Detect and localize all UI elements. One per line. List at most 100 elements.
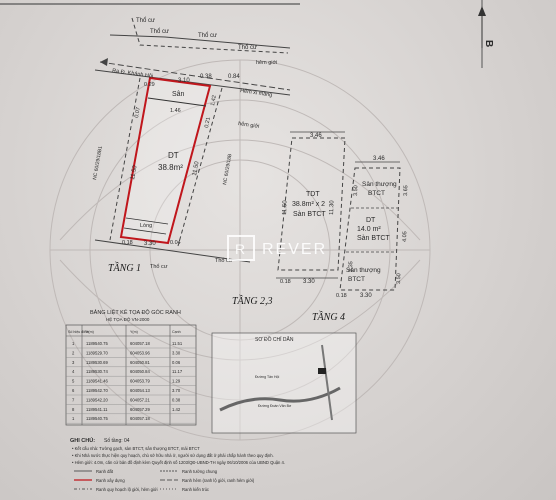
dim-0-04: 0.04	[170, 240, 181, 246]
watermark-text: REVER	[262, 241, 327, 258]
legend-item-2: Ranh tường chung	[182, 469, 218, 474]
legend-item-1: Ranh đất	[96, 469, 114, 474]
notes-line-1: • Kết cấu nhà: Tường gạch, sàn BTCT, sân…	[72, 446, 200, 451]
stair-label: Lòng	[140, 223, 152, 229]
background-ornament	[49, 59, 431, 441]
floor4-dim-330: 3.30	[360, 293, 372, 299]
north-label: B	[483, 40, 494, 47]
coord-header-cell: Cạnh	[172, 330, 181, 334]
coord-table-cell: 3.70	[172, 388, 181, 393]
floor23-area-value: 38.8m² x 2	[292, 201, 325, 208]
coord-table-cell: 604057.18	[130, 416, 150, 421]
dim-1-42: 1.42	[210, 95, 218, 107]
dim-0-84: 0.84	[228, 74, 240, 80]
notes-sheet: Số tầng: 04	[104, 438, 130, 444]
floor4-dt-value: 14.0 m²	[357, 226, 381, 233]
locator-title: SƠ ĐỒ CHỈ DẪN	[255, 336, 294, 343]
floor23-area-label: TDT	[306, 191, 320, 198]
floor23-dim-top: 3.46	[310, 133, 322, 139]
coord-table-cell: 1189530.69	[86, 360, 108, 365]
coord-table-cell: 604054.13	[130, 388, 150, 393]
coord-table-cell: 1.42	[172, 407, 181, 412]
neighbor-label-5: Thổ cư	[215, 257, 233, 264]
plot-area-label: DT	[168, 151, 179, 160]
coord-table-cell: 1189530.74	[86, 369, 108, 374]
notes-header: GHI CHÚ:	[70, 437, 95, 444]
alley-limit-label-top: hẻm giới	[256, 60, 277, 66]
coord-table-cell: 1189529.70	[86, 350, 108, 355]
coord-table-cell: 1189540.75	[86, 341, 108, 346]
floor4-dim-top: 3.46	[373, 156, 385, 162]
legend-swatches	[74, 470, 178, 490]
rever-watermark-logo	[227, 235, 255, 261]
alley-limit-label-right: hẻm giới	[238, 121, 260, 130]
watermark-letter: R	[235, 241, 245, 257]
dim-0-18: 0.18	[122, 240, 133, 246]
neighbor-code-right: NC 60/29/18B	[222, 153, 233, 186]
floor4-dim-350-top: 3.50	[353, 185, 359, 196]
coord-table-cell: 604050.81	[130, 360, 150, 365]
neighbor-label-4: Thổ cư	[238, 44, 257, 51]
north-arrow-icon	[478, 6, 486, 48]
floor4-dim-350-bottom: 3.50	[396, 273, 402, 284]
coord-header-cell: Y(m)	[130, 330, 138, 334]
floor23-dim-right: 11.30	[329, 200, 336, 215]
dim-0-38: 0.38	[200, 74, 212, 80]
dim-11-50-left: 11.50	[130, 164, 139, 180]
neighbor-label-1: Thổ cư	[136, 17, 155, 24]
coord-table-cell: 11.51	[172, 341, 183, 346]
coord-table-cell: 604057.21	[130, 397, 150, 402]
floor4-top-label: Sân thượng	[362, 181, 397, 188]
coord-table	[65, 324, 197, 426]
floor4-bottom-label: Sân thượng	[346, 267, 381, 274]
legend-item-4: Ranh hẻm (ranh lộ giới, ranh hẻm giới)	[182, 478, 255, 483]
coord-table-cell: 11.17	[172, 369, 183, 374]
coord-header-cell: X(m)	[86, 330, 94, 334]
legend-item-6: Ranh kiến trúc	[182, 487, 209, 492]
coord-table-cell: 1189541.11	[86, 407, 108, 412]
coord-table-cell: 1.29	[172, 379, 181, 384]
coord-table-cell: 7	[72, 397, 75, 402]
notes-line-3: • Hẻm giới: 4.0m, căn cứ bản đồ định kèm…	[72, 460, 285, 465]
locator-street1: Đường Tân Hội	[255, 375, 279, 379]
floor23-structure: Sàn BTCT	[293, 211, 326, 218]
coord-table-cell: 604057.18	[130, 341, 150, 346]
coord-table-cell: 1189542.70	[86, 388, 108, 393]
street-label: Ra Đ. Khánh Hội	[112, 68, 154, 80]
plot-area-value: 38.8m²	[158, 163, 183, 172]
coord-table-cell: 604053.79	[130, 379, 150, 384]
coord-table-cell: 2	[72, 350, 75, 355]
neighbor-code-left: NC 60/29/18B1	[92, 145, 104, 180]
floor4-bottom-sub: BTCT	[348, 276, 365, 283]
dim-0-29: 0.29	[144, 82, 155, 88]
locator-street2: Đường Đoàn Văn Bơ	[258, 404, 292, 408]
floor23-plan	[276, 131, 346, 279]
floor4-title: TẦNG 4	[312, 311, 345, 323]
floor23-dim-018: 0.18	[280, 279, 291, 285]
neighbor-label-6: Thổ cư	[150, 263, 168, 270]
neighbor-label-2: Thổ cư	[150, 28, 169, 35]
floor1-title: TẦNG 1	[108, 262, 141, 274]
floor4-dim-365: 3.65	[403, 185, 409, 196]
floor4-plan	[339, 161, 401, 291]
floor23-title: TẦNG 2,3	[232, 295, 273, 307]
porch-label: Sân	[172, 91, 185, 98]
floor4-top-sub: BTCT	[368, 190, 385, 197]
coord-table-cell: 1189540.75	[86, 416, 108, 421]
dim-0-21: 0.21	[204, 117, 212, 129]
dim-0-07: 0.07	[134, 107, 142, 119]
coord-table-title: BẢNG LIỆT KÊ TỌA ĐỘ GÓC RANH	[90, 308, 181, 316]
floor4-dim-018: 0.18	[336, 293, 347, 299]
floor1-plan	[94, 17, 291, 263]
alley-label: Hẻm xi măng	[240, 88, 273, 98]
coord-table-cell: 604053.96	[130, 350, 150, 355]
coord-table-cell: 1	[72, 341, 75, 346]
locator-map	[211, 332, 357, 434]
coord-table-cell: 6	[72, 388, 75, 393]
legend-item-3: Ranh xây dựng	[96, 478, 125, 483]
neighbor-label-3: Thổ cư	[198, 32, 217, 39]
coord-table-cell: 1189542.20	[86, 397, 108, 402]
